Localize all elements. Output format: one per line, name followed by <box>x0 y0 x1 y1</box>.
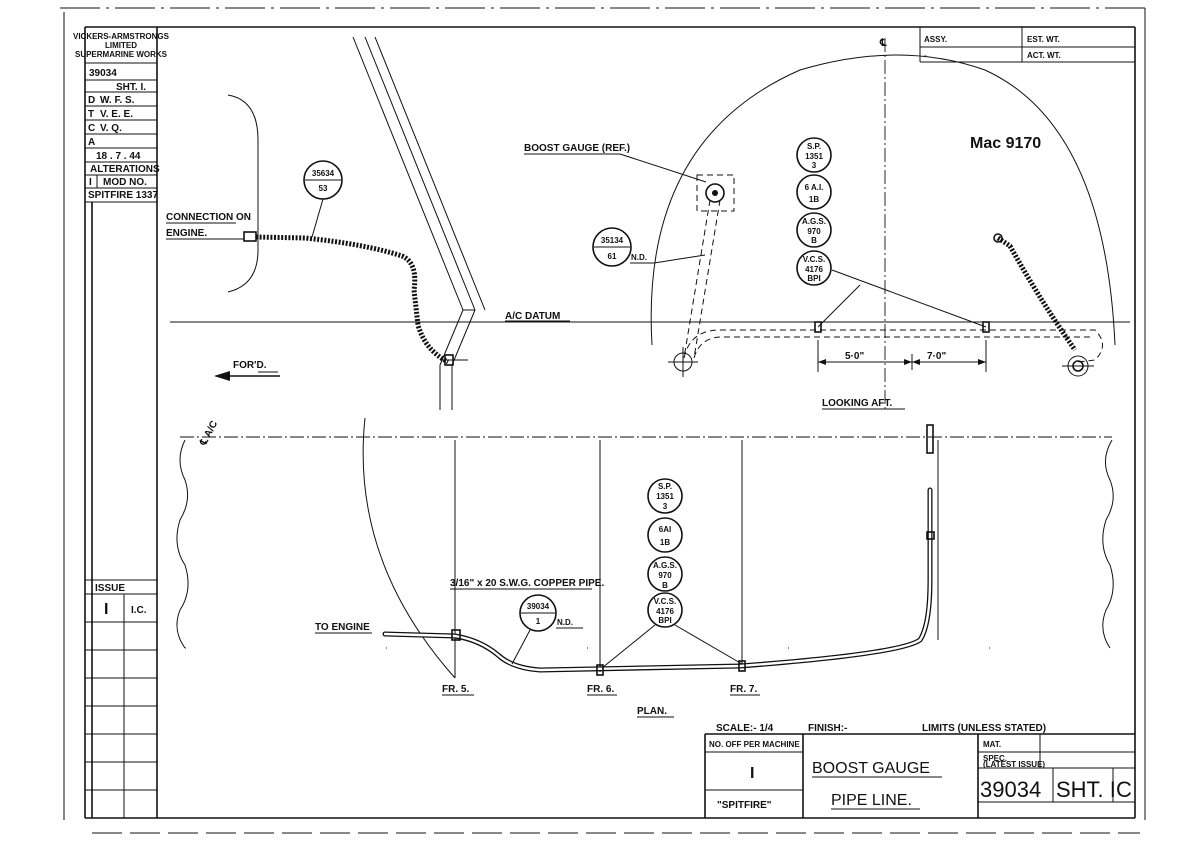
assy-label: ASSY. <box>924 35 947 44</box>
weight-box: ASSY. - EST. WT. ACT. WT. <box>919 27 1135 63</box>
aft-centreline: ℄ <box>879 38 887 49</box>
balloon-35634-num: 35634 <box>312 169 335 178</box>
mac-reference: Mac 9170 <box>970 135 1041 152</box>
company-line-2: LIMITED <box>105 41 137 50</box>
aft-part-2-b: 1B <box>809 195 819 204</box>
frame-7-label: FR. 7. <box>730 684 757 695</box>
aft-part-3-c: B <box>811 236 817 245</box>
aft-part-4-a: V.C.S. <box>803 255 825 264</box>
connection-label-1: CONNECTION ON <box>166 212 251 223</box>
datum-label: A/C DATUM <box>505 311 560 322</box>
machine-label: "SPITFIRE" <box>717 800 772 811</box>
to-engine-label: TO ENGINE <box>315 622 370 633</box>
act-wt-label: ACT. WT. <box>1027 51 1061 60</box>
sig-initials-t: V. E. E. <box>100 109 133 120</box>
aft-part-1-a: S.P. <box>807 142 821 151</box>
plan-part-3-a: A.G.S. <box>653 561 677 570</box>
no-off-value: I <box>750 765 754 782</box>
issue-label: ISSUE <box>95 583 125 594</box>
mod-label: MOD NO. <box>103 177 147 188</box>
plan-part-2-b: 1B <box>660 538 670 547</box>
plan-centreline: ℄ A/C <box>198 419 220 448</box>
aft-part-1-b: 1351 <box>805 152 823 161</box>
connection-label-2: ENGINE. <box>166 228 207 239</box>
pipe-spec-label: 3/16" x 20 S.W.G. COPPER PIPE. <box>450 578 604 589</box>
balloon-35634-sheet: 53 <box>319 184 328 193</box>
drawing-title-2: PIPE LINE. <box>831 792 912 809</box>
spec-label: SPEC. <box>983 754 1007 763</box>
sig-code-c: C <box>88 123 95 134</box>
sig-initials-d: W. F. S. <box>100 95 135 106</box>
plan-part-4-b: 4176 <box>656 607 674 616</box>
limits-label: LIMITS (UNLESS STATED) <box>922 723 1046 734</box>
latest-issue-label: (LATEST ISSUE) <box>983 760 1045 769</box>
est-wt-label: EST. WT. <box>1027 35 1060 44</box>
panel-sheet: SHT. I. <box>116 82 146 93</box>
no-off-label: NO. OFF PER MACHINE <box>709 740 800 749</box>
plan-part-1-a: S.P. <box>658 482 672 491</box>
alterations-label: ALTERATIONS <box>90 164 160 175</box>
balloon-35134-sheet: 61 <box>608 252 617 261</box>
plan-part-2-a: 6AI <box>659 525 671 534</box>
plan-part-1-c: 3 <box>663 502 668 511</box>
looking-aft-label: LOOKING AFT. <box>822 398 892 409</box>
aft-part-2-a: 6 A.I. <box>805 183 824 192</box>
side-view: CONNECTION ON ENGINE. 35634 53 FOR'D. <box>166 36 486 410</box>
frame-5-label: FR. 5. <box>442 684 469 695</box>
plan-part-3-b: 970 <box>658 571 672 580</box>
mat-label: MAT. <box>983 740 1001 749</box>
aft-part-4-b: 4176 <box>805 265 823 274</box>
spitfire-ref: SPITFIRE 1337 <box>88 190 158 201</box>
boost-gauge-label: BOOST GAUGE (REF.) <box>524 143 630 154</box>
aft-nd-label: N.D. <box>631 253 647 262</box>
aft-dim-1: 5·0" <box>845 351 864 362</box>
aft-view: ℄ BOOST GAUGE (REF.) 35134 61 N.D. S.P. … <box>524 38 1116 410</box>
company-line-1: VICKERS-ARMSTRONGS <box>73 32 170 41</box>
plan-part-4-a: V.C.S. <box>654 597 676 606</box>
finish-label: FINISH:- <box>808 723 847 734</box>
mod-num: I <box>89 177 92 188</box>
title-block: SCALE:- 1/4 FINISH:- LIMITS (UNLESS STAT… <box>704 723 1135 818</box>
aft-part-3-b: 970 <box>807 227 821 236</box>
panel-drawing-number: 39034 <box>89 68 117 79</box>
plan-part-4-c: BPI <box>658 616 671 625</box>
balloon-39034-sheet: 1 <box>536 617 541 626</box>
plan-part-1-b: 1351 <box>656 492 674 501</box>
aft-part-1-c: 3 <box>812 161 817 170</box>
plan-nd-label: N.D. <box>557 618 573 627</box>
fwd-label: FOR'D. <box>233 360 267 371</box>
sig-code-d: D <box>88 95 95 106</box>
issue-num: I <box>104 601 108 618</box>
drawing-frame <box>60 7 1146 834</box>
balloon-35134-num: 35134 <box>601 236 624 245</box>
aft-dim-2: 7·0" <box>927 351 946 362</box>
aft-part-4-c: BPI <box>807 274 820 283</box>
sig-code-t: T <box>88 109 94 120</box>
panel-date: 18 . 7 . 44 <box>96 151 141 162</box>
plan-label: PLAN. <box>637 706 667 717</box>
issue-initials: I.C. <box>131 605 147 616</box>
plan-part-3-c: B <box>662 581 668 590</box>
plan-view: ℄ A/C S.P. 1351 3 6AI 1B A.G.S. 970 B V.… <box>176 417 1114 718</box>
issue-letter: C <box>1116 777 1132 802</box>
company-line-3: SUPERMARINE WORKS <box>75 50 168 59</box>
aft-part-3-a: A.G.S. <box>802 217 826 226</box>
title-drawing-number: 39034 <box>980 777 1041 802</box>
frame-6-label: FR. 6. <box>587 684 614 695</box>
drawing-title-1: BOOST GAUGE <box>812 760 930 777</box>
sig-code-a: A <box>88 137 95 148</box>
scale-label: SCALE:- 1/4 <box>716 723 774 734</box>
sig-initials-c: V. Q. <box>100 123 122 134</box>
side-panel: VICKERS-ARMSTRONGS LIMITED SUPERMARINE W… <box>73 27 170 818</box>
assy-value: - <box>924 51 927 60</box>
balloon-39034-num: 39034 <box>527 602 550 611</box>
title-sheet: SHT. I <box>1056 777 1116 802</box>
